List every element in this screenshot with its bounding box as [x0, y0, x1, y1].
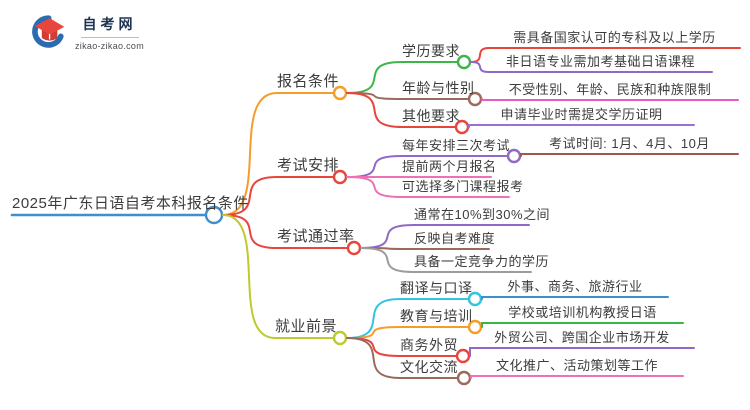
mindmap-node-label: 不受性别、年龄、民族和种族限制: [508, 82, 712, 98]
mindmap-node-label: 需具备国家认可的专科及以上学历: [513, 30, 716, 46]
site-name: 自考网: [82, 15, 137, 32]
mindmap-edge: [470, 61, 713, 73]
mindmap-node-label: 提前两个月报名: [402, 159, 497, 175]
mindmap-edge: [346, 92, 457, 128]
mindmap-node-label: 每年安排三次考试: [402, 138, 511, 154]
mindmap-edge: [346, 92, 470, 100]
mindmap-node-label: 学历要求: [402, 43, 460, 60]
mindmap-edge: [468, 124, 695, 128]
mindmap-node-label: 反映自考难度: [414, 231, 496, 247]
mindmap-node-label: 学校或培训机构教授日语: [508, 305, 657, 321]
mindmap-node-label: 年龄与性别: [402, 80, 475, 97]
mindmap-edge: [360, 247, 532, 273]
mindmap-edge: [470, 375, 684, 379]
mindmap-node-label: 通常在10%到30%之间: [414, 207, 551, 223]
site-url: zikao-zikao.com: [75, 40, 145, 51]
zikao-logo-icon: [32, 15, 65, 48]
mindmap-edge: [481, 322, 684, 328]
logo-text: 自考网 zikao-zikao.com: [75, 14, 144, 51]
mindmap-node-label: 具备一定竞争力的学历: [414, 254, 550, 270]
mindmap-edge: [346, 176, 510, 198]
mindmap-edge: [346, 155, 509, 178]
mindmap-edge: [222, 92, 334, 216]
logo-cap-board: [34, 18, 65, 35]
mindmap-node-label: 教育与培训: [400, 308, 473, 325]
mindmap-edge: [346, 337, 459, 379]
mindmap-node-label: 外贸公司、跨国企业市场开发: [494, 330, 670, 346]
mindmap-node-label: 文化交流: [400, 359, 458, 376]
mindmap-node-label: 可选择多门课程报考: [402, 179, 524, 195]
mindmap-node-label: 商务外贸: [400, 337, 458, 354]
mindmap-node-circle: [456, 370, 472, 386]
logo-swoosh: [32, 15, 64, 48]
mindmap-edge: [346, 61, 459, 94]
site-logo[interactable]: 自考网 zikao-zikao.com: [28, 13, 144, 51]
mindmap-edge: [346, 298, 470, 339]
mindmap-edge: [481, 296, 669, 300]
mindmap-node-label: 考试时间: 1月、4月、10月: [549, 136, 710, 152]
mindmap-node-label: 外事、商务、旅游行业: [507, 279, 643, 295]
mindmap-node-label: 考试安排: [277, 157, 340, 175]
mindmap-node-label: 非日语专业需加考基础日语课程: [505, 54, 695, 70]
mindmap-edge: [469, 347, 695, 357]
mindmap-node-label: 文化推广、活动策划等工作: [495, 358, 658, 374]
mindmap-node-label: 报名条件: [277, 73, 340, 91]
mindmap-edge: [520, 153, 739, 157]
mindmap-edge: [360, 224, 530, 249]
mindmap-edge: [346, 326, 470, 339]
mindmap-edge: [222, 214, 349, 249]
mindmap-node-label: 翻译与口译: [400, 280, 473, 297]
mindmap-node-label: 考试通过率: [277, 228, 355, 246]
mindmap-edge: [360, 247, 490, 250]
mindmap-node-label: 2025年广东日语自考本科报名条件: [12, 195, 249, 213]
mindmap-node-label: 申请毕业时需提交学历证明: [500, 107, 663, 123]
mindmap-edge: [222, 214, 334, 339]
mindmap-edge: [222, 176, 334, 216]
mindmap-edge: [481, 98, 739, 101]
logo-divider: [80, 36, 139, 38]
mindmap-node-label: 就业前景: [275, 318, 338, 336]
mindmap-node-circle: [455, 348, 471, 364]
mindmap-node-label: 其他要求: [402, 108, 460, 125]
